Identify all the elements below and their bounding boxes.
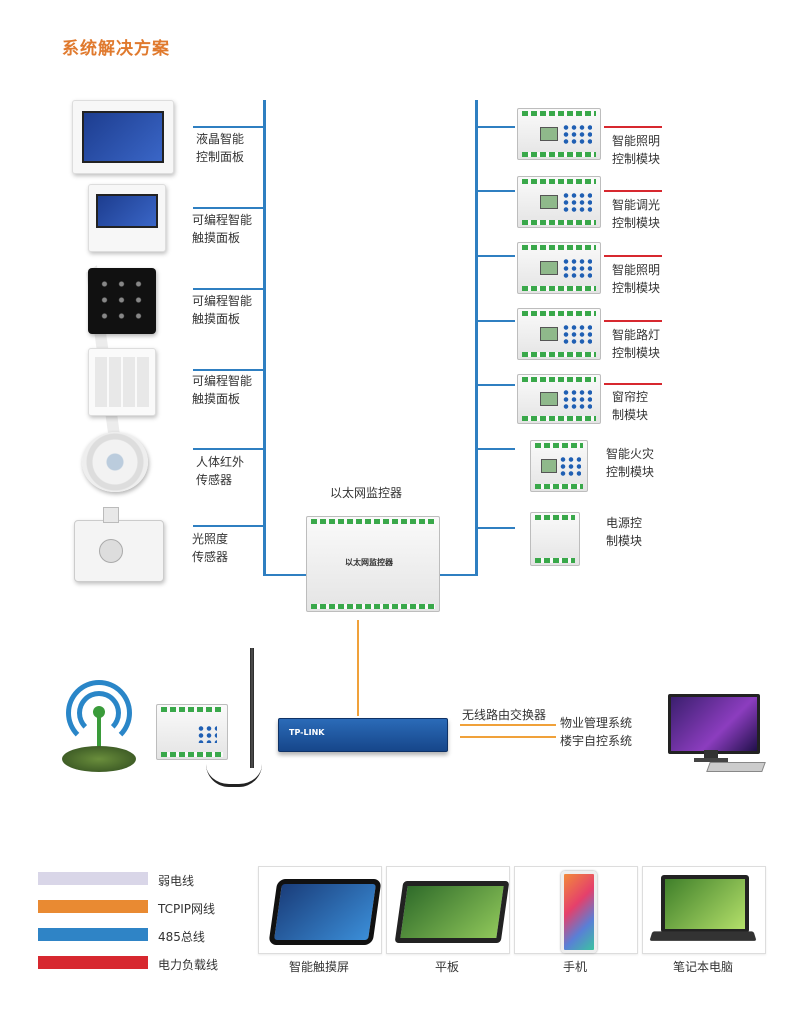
- tcpip-line: [357, 620, 359, 716]
- ethernet-controller: 以太网监控器: [306, 516, 440, 612]
- phone-device: [561, 871, 597, 953]
- power-line: [604, 383, 662, 385]
- power-control-module: [530, 512, 580, 566]
- terminal-label: 智能触摸屏: [288, 960, 349, 974]
- wireless-module: [156, 704, 228, 760]
- touch-panel-white: [88, 348, 156, 416]
- control-module: [517, 108, 601, 160]
- button-icons: [96, 276, 148, 326]
- right-module-label: 智能路灯 控制模块: [612, 328, 661, 360]
- touch-screen: [96, 194, 158, 228]
- antenna-cable: [206, 764, 262, 787]
- sensor-cable-gland: [103, 507, 119, 523]
- system-label: 物业管理系统: [560, 716, 633, 730]
- legend-swatch-weak-current: [38, 872, 148, 885]
- router-brand: TP-LINK: [289, 728, 325, 737]
- right-bus-to-controller: [436, 574, 478, 576]
- left-device-label: 可编程智能 触摸面板: [192, 374, 253, 406]
- light-sensor: [74, 507, 164, 582]
- touch-panel-black: [88, 268, 156, 334]
- desktop-computer: [664, 694, 766, 772]
- left-device-label: 光照度 传感器: [192, 532, 229, 564]
- right-module-label: 电源控 制模块: [606, 516, 643, 548]
- wireless-signal-icon: [58, 676, 140, 774]
- terminal-phone: [514, 866, 638, 954]
- right-module-label: 智能照明 控制模块: [612, 263, 661, 295]
- tablet-touchscreen: [268, 879, 382, 945]
- tcpip-line: [460, 736, 556, 738]
- right-bus-tick: [475, 527, 515, 529]
- controller-label: 以太网监控器: [330, 486, 403, 500]
- right-module-label: 智能火灾 控制模块: [606, 447, 655, 479]
- control-module: [517, 242, 601, 294]
- system-label: 楼宇自控系统: [560, 734, 633, 748]
- legend-label: 485总线: [158, 930, 205, 944]
- terminal-laptop: [642, 866, 766, 954]
- pir-sensor: [82, 432, 148, 492]
- left-bus-tick: [193, 126, 265, 128]
- left-bus-tick: [193, 448, 265, 450]
- terminal-label: 平板: [434, 960, 459, 974]
- right-485-bus: [475, 100, 478, 576]
- power-line: [604, 126, 662, 128]
- laptop-base: [649, 931, 757, 941]
- button-grid: [95, 357, 149, 407]
- legend-label: 弱电线: [158, 874, 195, 888]
- terminal-label: 手机: [562, 960, 587, 974]
- lcd-control-panel: [72, 100, 174, 174]
- terminal-label: 笔记本电脑: [672, 960, 733, 974]
- legend-swatch-tcpip: [38, 900, 148, 913]
- terminal-tablet: [386, 866, 510, 954]
- fire-control-module: [530, 440, 588, 492]
- controller-device-text: 以太网监控器: [345, 558, 393, 567]
- left-bus-tick: [193, 369, 265, 371]
- left-bus-tick: [193, 288, 265, 290]
- right-module-label: 智能照明 控制模块: [612, 134, 661, 166]
- power-line: [604, 255, 662, 257]
- terminal-smart-touchscreen: [258, 866, 382, 954]
- right-bus-tick: [475, 190, 515, 192]
- control-module: [517, 374, 601, 424]
- left-bus-to-controller: [263, 574, 308, 576]
- control-module: [517, 176, 601, 228]
- left-device-label: 液晶智能 控制面板: [196, 132, 245, 164]
- legend-swatch-485-bus: [38, 928, 148, 941]
- power-line: [604, 320, 662, 322]
- left-485-bus: [263, 100, 266, 576]
- right-bus-tick: [475, 126, 515, 128]
- tablet-device: [394, 881, 510, 943]
- power-line: [604, 190, 662, 192]
- right-module-label: 智能调光 控制模块: [612, 198, 661, 230]
- wireless-router: TP-LINK: [278, 718, 448, 752]
- router-label: 无线路由交换器: [462, 708, 547, 722]
- control-module: [517, 308, 601, 360]
- right-module-label: 窗帘控 制模块: [612, 390, 649, 422]
- left-device-label: 可编程智能 触摸面板: [192, 294, 253, 326]
- legend-label: TCPIP网线: [158, 902, 216, 916]
- legend-label: 电力负载线: [158, 958, 219, 972]
- tcpip-line: [460, 724, 556, 726]
- antenna: [250, 648, 254, 768]
- right-bus-tick: [475, 320, 515, 322]
- left-device-label: 可编程智能 触摸面板: [192, 213, 253, 245]
- legend-swatch-power-line: [38, 956, 148, 969]
- page-title: 系统解决方案: [62, 39, 170, 59]
- right-bus-tick: [475, 384, 515, 386]
- left-bus-tick: [193, 525, 265, 527]
- left-bus-tick: [193, 207, 265, 209]
- left-device-label: 人体红外 传感器: [196, 455, 245, 487]
- touch-panel-screen: [88, 184, 166, 252]
- laptop-screen: [661, 875, 749, 933]
- lcd-screen: [82, 111, 164, 163]
- right-bus-tick: [475, 448, 515, 450]
- sensor-lens: [99, 539, 123, 563]
- right-bus-tick: [475, 255, 515, 257]
